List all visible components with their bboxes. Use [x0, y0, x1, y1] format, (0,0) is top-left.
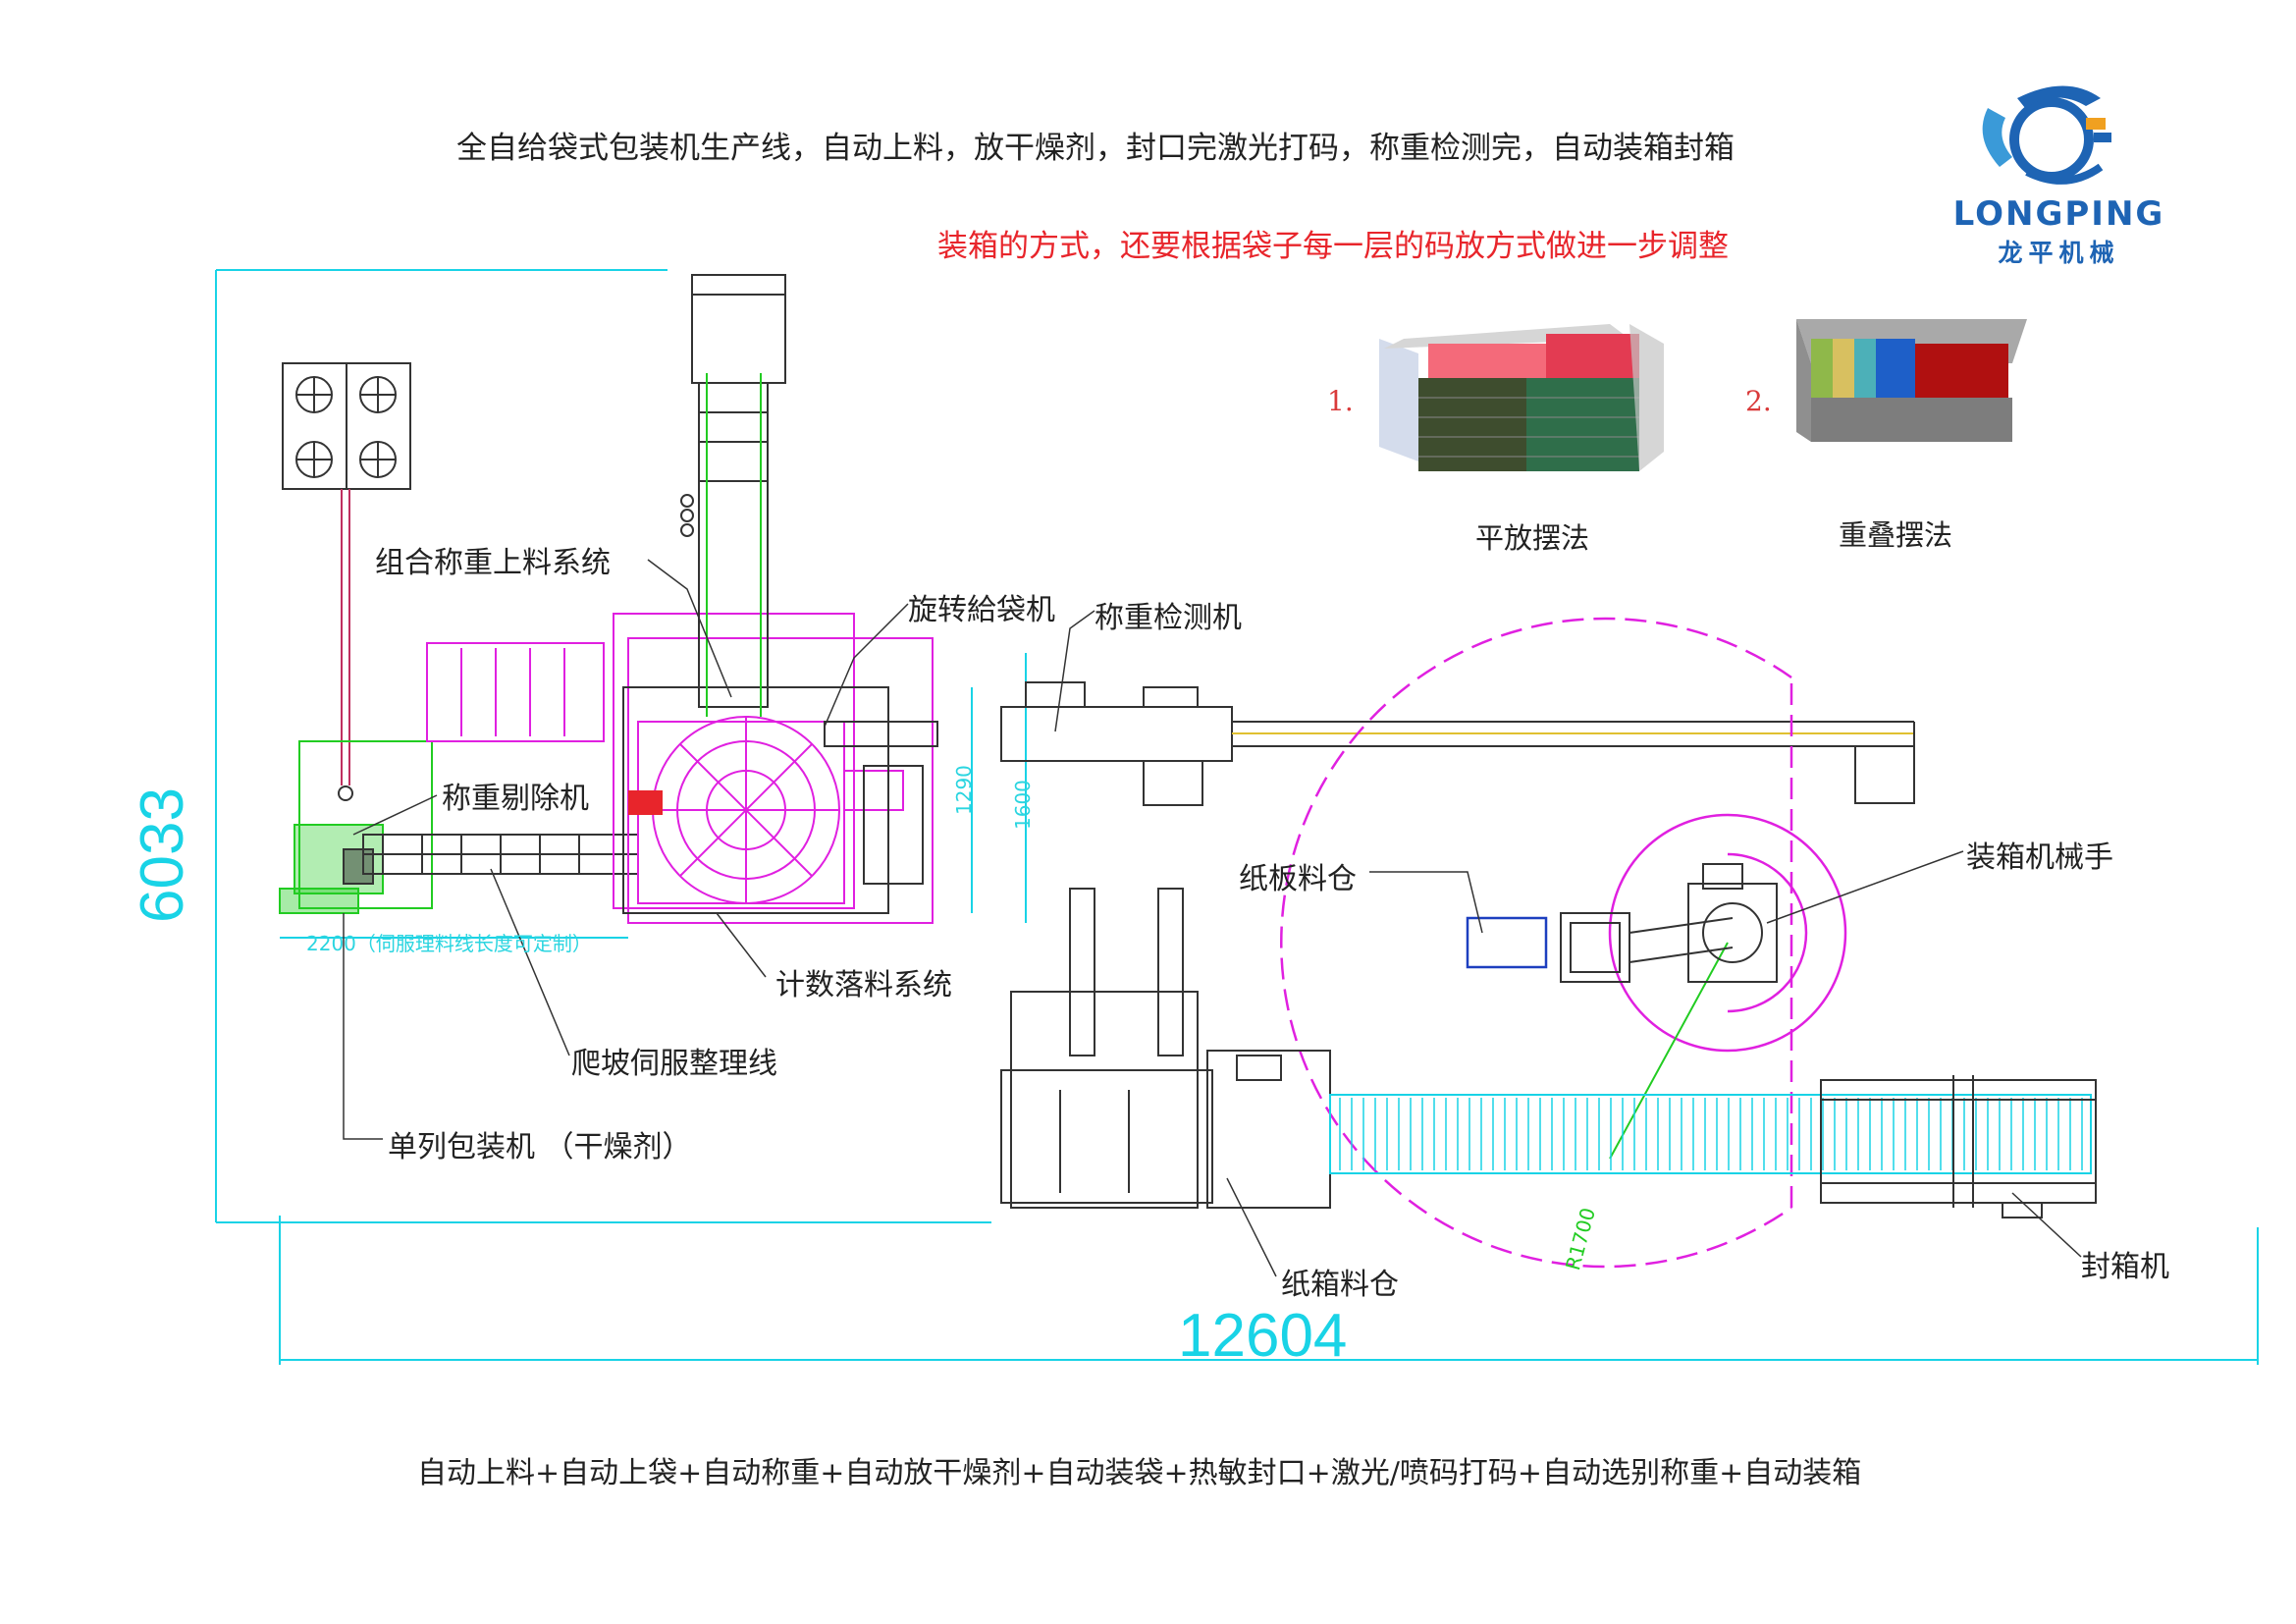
dragon-gear-icon — [1982, 85, 2111, 185]
method-1-label: 平放摆法 — [1475, 521, 1590, 555]
dimension-1600: 1600 — [1011, 780, 1035, 830]
label-climbing-servo-line: 爬坡伺服整理线 — [571, 1047, 777, 1081]
red-part — [628, 790, 663, 815]
cable-line — [341, 489, 350, 785]
label-counting-drop: 计数落料系统 — [775, 968, 952, 1002]
label-carton-magazine: 纸箱料仓 — [1281, 1268, 1399, 1302]
label-case-sealer: 封箱机 — [2081, 1250, 2169, 1284]
longping-logo: LONGPING 龙平机械 — [1929, 79, 2189, 267]
check-weigher-drawing — [824, 681, 1915, 806]
dimension-1290: 1290 — [952, 765, 976, 815]
method-1-number: 1. — [1327, 385, 1354, 417]
dimension-lines — [215, 269, 2259, 1365]
servo-line-drawing — [343, 834, 639, 885]
page-title: 全自给袋式包装机生产线，自动上料，放干燥剂，封口完激光打码，称重检测完，自动装箱… — [456, 131, 1735, 166]
logo-text-cn: 龙平机械 — [1998, 239, 2120, 267]
roller-ticks — [1339, 1098, 2083, 1170]
feeding-elevator — [706, 373, 762, 717]
robot-envelope — [1280, 617, 1847, 1269]
label-weigh-reject: 称重剔除机 — [442, 782, 589, 816]
method-2-label: 重叠摆法 — [1839, 518, 1953, 552]
dimension-height: 6033 — [129, 787, 196, 923]
logo-text-en: LONGPING — [1952, 194, 2165, 234]
packing-note: 装箱的方式，还要根据袋子每一层的码放方式做进一步调整 — [937, 229, 1729, 264]
label-rotary-bag-feeder: 旋转給袋机 — [908, 593, 1055, 627]
leader-lines — [343, 559, 2082, 1277]
cardboard-magazine-drawing — [1466, 916, 1548, 969]
footer-process: 自动上料+自动上袋+自动称重+自动放干燥剂+自动装袋+热敏封口+激光/喷码打码+… — [417, 1456, 1862, 1490]
combo-weigher-drawing — [426, 613, 934, 924]
label-case-packing-robot: 装箱机械手 — [1966, 840, 2113, 875]
method-2-number: 2. — [1745, 385, 1772, 417]
label-check-weigher: 称重检测机 — [1095, 601, 1242, 635]
robot-arm-drawing — [1560, 863, 1778, 983]
case-sealer-drawing — [1820, 1075, 2097, 1218]
method-2-box-image — [1787, 312, 2032, 484]
method-1-box-image — [1372, 312, 1667, 484]
dimension-width: 12604 — [1178, 1302, 1348, 1370]
control-cabinet — [282, 362, 411, 490]
counting-drop-drawing — [622, 274, 924, 914]
label-cardboard-magazine: 纸板料仓 — [1239, 862, 1357, 896]
label-combo-weigher: 组合称重上料系统 — [375, 546, 611, 580]
roller-conveyor — [1329, 1094, 2092, 1174]
robot-radius-line — [1609, 942, 1729, 1160]
dimension-servo-line: 2200（伺服理料线长度可定制） — [306, 932, 592, 955]
single-column-packer-drawing — [279, 740, 433, 914]
label-single-column-packer: 单列包装机 （干燥剂） — [388, 1130, 692, 1164]
